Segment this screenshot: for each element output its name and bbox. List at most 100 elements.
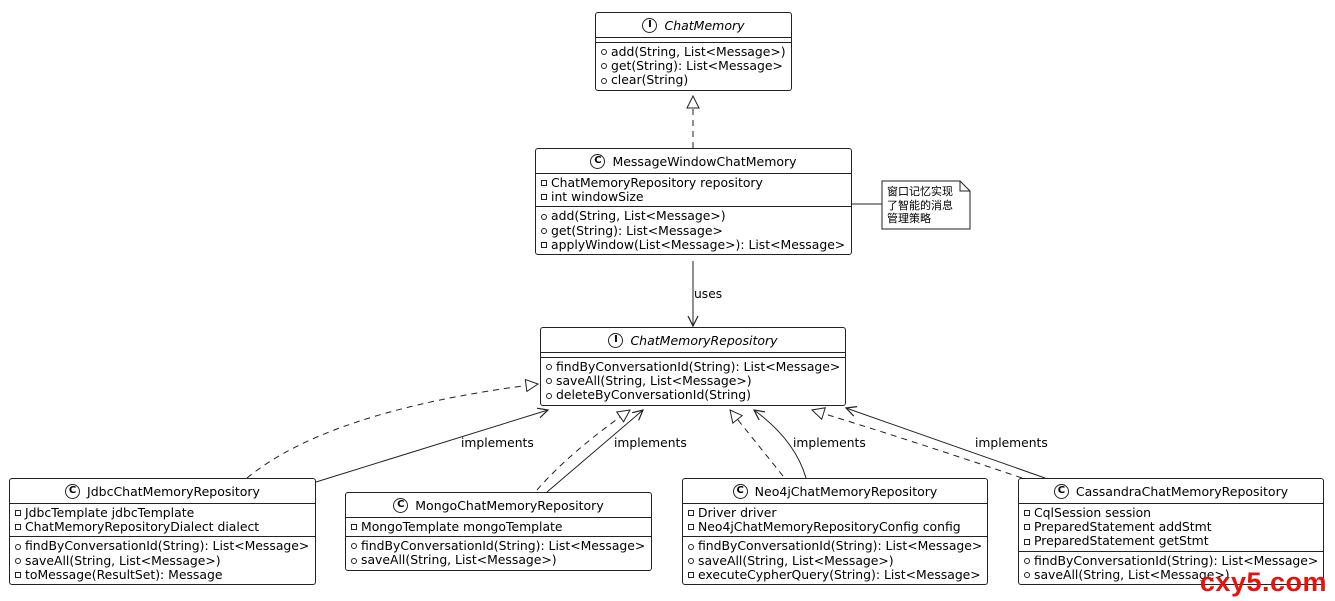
public-visibility-icon — [601, 49, 607, 56]
private-visibility-icon — [688, 524, 694, 531]
member-text: findByConversationId(String): List<Messa… — [1034, 552, 1319, 568]
class-name: ChatMemoryRepository — [630, 332, 778, 348]
note-fold — [959, 181, 970, 192]
public-visibility-icon — [601, 77, 607, 84]
methods-section: findByConversationId(String): List<Messa… — [346, 536, 651, 569]
association-edge-neo4j — [754, 410, 807, 479]
member-text: ChatMemoryRepository repository — [551, 175, 763, 190]
public-visibility-icon — [546, 378, 552, 385]
member-row: findByConversationId(String): List<Messa… — [351, 539, 647, 553]
public-visibility-icon — [1024, 571, 1030, 578]
member-text: int windowSize — [551, 189, 644, 205]
member-row: applyWindow(List<Message>): List<Message… — [541, 237, 847, 252]
private-visibility-icon — [688, 571, 694, 578]
class-messagewindowchatmemory: C MessageWindowChatMemory ChatMemoryRepo… — [535, 148, 852, 256]
member-row: saveAll(String, List<Message>) — [15, 552, 311, 568]
realization-edge-cassandra — [812, 410, 1023, 479]
member-text: executeCypherQuery(String): List<Message… — [698, 566, 981, 582]
member-row: findByConversationId(String): List<Messa… — [1024, 552, 1319, 568]
interface-badge-icon: I — [642, 17, 658, 33]
member-text: add(String, List<Message>) — [551, 208, 726, 224]
member-row: findByConversationId(String): List<Messa… — [15, 539, 311, 553]
private-visibility-icon — [1024, 524, 1030, 531]
class-header: I ChatMemory — [596, 13, 791, 38]
public-visibility-icon — [15, 557, 21, 564]
class-header: I ChatMemoryRepository — [541, 328, 845, 353]
methods-section: findByConversationId(String): List<Messa… — [10, 536, 315, 584]
class-header: C MessageWindowChatMemory — [536, 149, 851, 174]
member-text: saveAll(String, List<Message>) — [361, 552, 557, 568]
note-line: 了智能的消息 — [887, 198, 953, 212]
public-visibility-icon — [351, 543, 357, 550]
member-text: Neo4jChatMemoryRepositoryConfig config — [698, 519, 961, 535]
note-shape — [881, 180, 971, 230]
class-name: ChatMemory — [664, 17, 745, 33]
class-chatmemoryrepository: I ChatMemoryRepository findByConversatio… — [540, 327, 846, 406]
methods-section: add(String, List<Message>)get(String): L… — [596, 42, 791, 90]
member-row: MongoTemplate mongoTemplate — [351, 519, 647, 534]
member-text: saveAll(String, List<Message>) — [1034, 566, 1230, 582]
note-line: 窗口记忆实现 — [887, 185, 953, 198]
member-text: findByConversationId(String): List<Messa… — [361, 538, 646, 554]
private-visibility-icon — [15, 571, 21, 578]
member-text: get(String): List<Message> — [611, 58, 783, 74]
public-visibility-icon — [541, 213, 547, 220]
private-visibility-icon — [15, 524, 21, 531]
class-name: Neo4jChatMemoryRepository — [754, 483, 938, 499]
member-row: saveAll(String, List<Message>) — [351, 553, 647, 567]
class-neo4jchatmemoryrepository: C Neo4jChatMemoryRepository Driver drive… — [682, 478, 988, 586]
class-badge-icon: C — [1053, 483, 1069, 499]
private-visibility-icon — [15, 510, 21, 517]
member-row: executeCypherQuery(String): List<Message… — [688, 566, 983, 582]
association-edge-cassandra — [846, 408, 1046, 479]
member-text: findByConversationId(String): List<Messa… — [556, 359, 841, 374]
public-visibility-icon — [688, 557, 694, 564]
class-badge-icon: C — [393, 497, 409, 513]
methods-section: add(String, List<Message>)get(String): L… — [536, 206, 851, 254]
realization-edge-mongo — [536, 410, 630, 491]
class-badge-icon: C — [65, 483, 81, 499]
member-row: ChatMemoryRepository repository — [541, 175, 847, 190]
methods-section: findByConversationId(String): List<Messa… — [541, 357, 845, 405]
member-row: ChatMemoryRepositoryDialect dialect — [15, 520, 311, 534]
methods-section: findByConversationId(String): List<Messa… — [1019, 550, 1323, 584]
member-text: PreparedStatement addStmt — [1034, 519, 1212, 535]
private-visibility-icon — [688, 510, 694, 517]
class-badge-icon: C — [590, 153, 606, 169]
member-row: deleteByConversationId(String) — [546, 388, 841, 402]
member-row: add(String, List<Message>) — [541, 209, 847, 223]
private-visibility-icon — [541, 194, 547, 201]
member-text: saveAll(String, List<Message>) — [25, 552, 221, 568]
public-visibility-icon — [601, 63, 607, 70]
association-edge-jdbc — [315, 410, 548, 483]
member-row: PreparedStatement addStmt — [1024, 520, 1319, 534]
member-row: int windowSize — [541, 190, 847, 204]
class-name: MessageWindowChatMemory — [612, 153, 797, 169]
member-text: get(String): List<Message> — [551, 222, 723, 238]
class-name: JdbcChatMemoryRepository — [87, 483, 260, 499]
member-row: findByConversationId(String): List<Messa… — [688, 539, 983, 553]
member-row: get(String): List<Message> — [601, 59, 787, 73]
realization-edge-jdbc — [246, 384, 538, 479]
member-text: ChatMemoryRepositoryDialect dialect — [25, 519, 260, 535]
private-visibility-icon — [541, 180, 547, 187]
private-visibility-icon — [1024, 510, 1030, 517]
edge-label-implements-cassandra: implements — [975, 436, 1048, 450]
watermark: cxy5.com — [1199, 567, 1327, 597]
member-row: findByConversationId(String): List<Messa… — [546, 359, 841, 374]
class-jdbcchatmemoryrepository: C JdbcChatMemoryRepository JdbcTemplate … — [9, 478, 316, 586]
member-text: saveAll(String, List<Message>) — [698, 552, 894, 568]
public-visibility-icon — [546, 364, 552, 371]
member-row: clear(String) — [601, 73, 787, 87]
class-badge-icon: C — [732, 483, 748, 499]
member-row: get(String): List<Message> — [541, 222, 847, 238]
private-visibility-icon — [541, 241, 547, 248]
class-name: CassandraChatMemoryRepository — [1075, 483, 1289, 499]
methods-section: findByConversationId(String): List<Messa… — [683, 536, 987, 584]
member-text: PreparedStatement getStmt — [1034, 533, 1209, 549]
public-visibility-icon — [15, 543, 21, 550]
member-row: saveAll(String, List<Message>) — [688, 552, 983, 568]
member-text: JdbcTemplate jdbcTemplate — [25, 505, 195, 520]
